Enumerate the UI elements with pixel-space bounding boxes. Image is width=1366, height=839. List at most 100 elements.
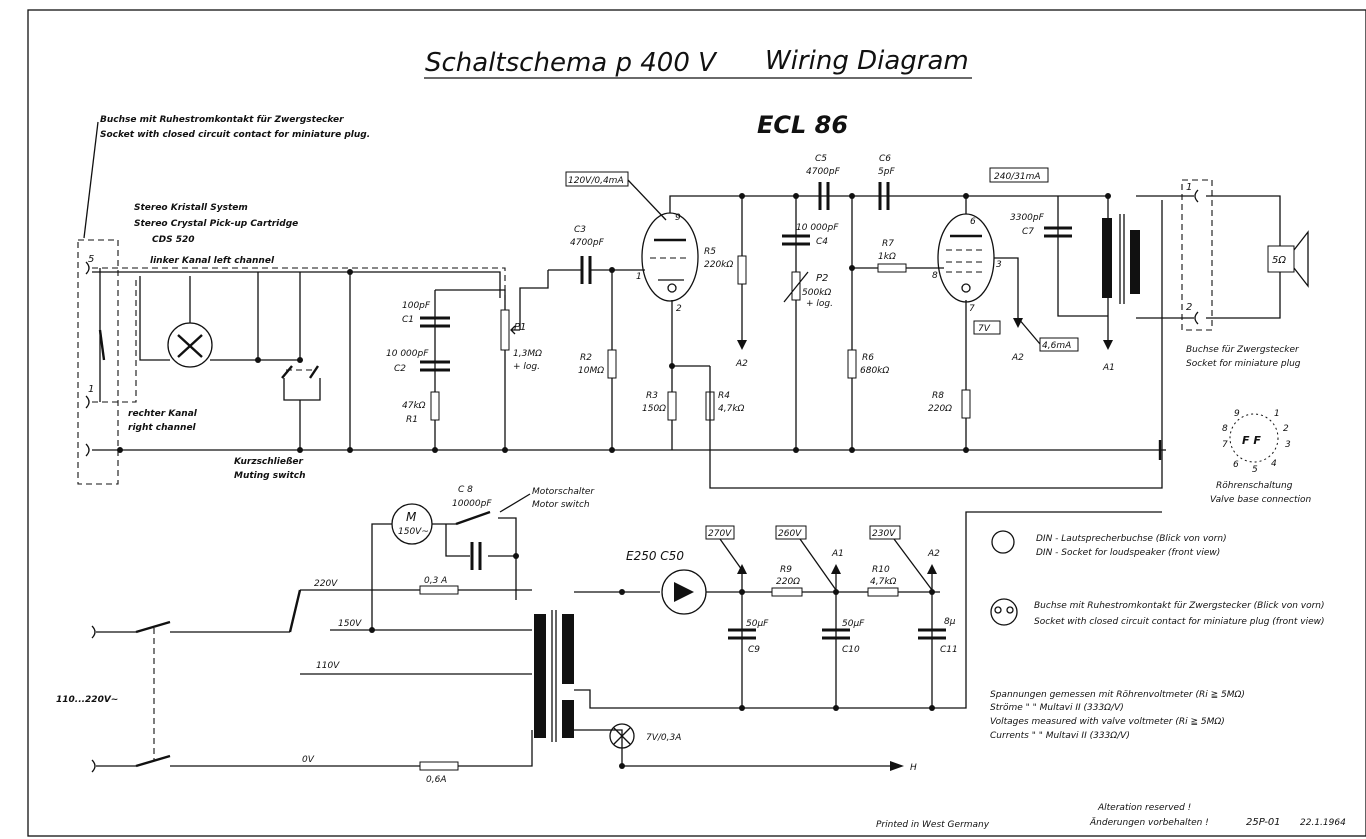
triode-voltage: 120V/0,4mA	[568, 176, 624, 186]
pentode-voltage: 240/31mA	[994, 172, 1041, 182]
cartridge-model: CDS 520	[152, 235, 194, 245]
a2-mid-label: A2	[1011, 353, 1024, 363]
cartridge-symbol	[167, 276, 213, 368]
a2-label: A2	[927, 549, 940, 559]
mains-jack-top	[91, 625, 96, 639]
r6-value: 680kΩ	[860, 366, 889, 376]
ground-symbol	[1158, 440, 1166, 460]
pentode-pin3: 3	[996, 260, 1002, 270]
motor-label: M	[406, 510, 417, 524]
pentode-pin8: 8	[932, 271, 938, 281]
screen-current-leader	[1017, 317, 1041, 345]
valve-pin1: 1	[1274, 409, 1280, 419]
r7-body	[877, 263, 907, 273]
socket-note-leader	[83, 121, 99, 239]
alteration-en: Alteration reserved !	[1097, 803, 1191, 813]
pentode-pin7: 7	[969, 304, 975, 314]
r2-value: 10MΩ	[578, 366, 604, 376]
title-en: Wiring Diagram	[765, 46, 969, 76]
output-transformer	[1102, 196, 1140, 340]
valve-pin5: 5	[1252, 465, 1258, 475]
valve-pin7: 7	[1222, 440, 1228, 450]
a1-mid-label: A1	[1102, 363, 1115, 373]
p2-log: + log.	[806, 299, 833, 309]
triode-voltage-box	[565, 171, 629, 187]
heater-arrow	[890, 761, 904, 771]
right-channel-de: rechter Kanal	[128, 409, 198, 419]
closed-circuit-socket-icon	[990, 598, 1018, 626]
r1-body	[430, 391, 440, 421]
legend-socket-en: Socket with closed circuit contact for m…	[1034, 617, 1325, 627]
output-jack-2	[1194, 311, 1199, 325]
cathode-voltage: 7V	[978, 324, 991, 334]
v230-leader	[893, 538, 933, 591]
tap-150-label: 150V	[338, 619, 362, 629]
r3-value: 150Ω	[642, 404, 666, 414]
r6-body	[847, 349, 857, 379]
right-channel-shield	[92, 276, 137, 403]
cartridge-de: Stereo Kristall System	[134, 203, 248, 213]
legend-din-en: DIN - Socket for loudspeaker (front view…	[1036, 548, 1220, 558]
r8-label: R8	[932, 391, 944, 401]
output-pin2: 2	[1186, 302, 1192, 313]
speaker-impedance: 5Ω	[1272, 255, 1286, 266]
tap-0-wire	[170, 730, 533, 767]
measurement-line4: Currents " " Multavi II (333Ω/V)	[990, 731, 1130, 741]
filter-return-wire	[940, 511, 1162, 709]
r4-label: R4	[718, 391, 730, 401]
a2-left-label: A2	[735, 359, 748, 369]
speaker-cone	[1293, 230, 1309, 288]
p1-output	[519, 270, 549, 330]
p1-wire	[435, 289, 506, 450]
c3-label: C3	[574, 225, 586, 235]
c10-value: 50µF	[842, 619, 865, 629]
c8-wire	[445, 524, 516, 557]
power-transformer	[534, 610, 574, 742]
triode-plate-wire	[669, 195, 850, 213]
p1-body	[500, 309, 510, 351]
r8-body	[961, 389, 971, 419]
speaker-box	[1267, 245, 1295, 273]
motor-switch-wire	[498, 517, 517, 600]
triode-pin1: 1	[636, 272, 642, 282]
c9-label: C9	[748, 645, 760, 655]
socket-note-de: Buchse mit Ruhestromkontakt für Zwergste…	[100, 115, 344, 125]
measurement-line3: Voltages measured with valve voltmeter (…	[990, 717, 1225, 727]
secondary-ground-wire	[574, 689, 940, 709]
valve-pin9: 9	[1234, 409, 1240, 419]
valve-filament-label: F F	[1242, 434, 1261, 447]
r4-value: 4,7kΩ	[718, 404, 745, 414]
input-jack-top	[85, 261, 90, 275]
c7-wire	[1057, 196, 1108, 317]
c5-value: 4700pF	[806, 167, 841, 177]
p2-adjust-arrow	[783, 271, 809, 303]
valve-base-diagram	[1229, 413, 1279, 463]
printed-in: Printed in West Germany	[876, 820, 990, 830]
p1-label: P1	[514, 322, 526, 333]
input-pin5: 5	[88, 254, 94, 265]
left-channel-wire	[92, 271, 501, 298]
drawing-date: 22.1.1964	[1300, 818, 1346, 828]
c2-value: 10 000pF	[386, 349, 429, 359]
c1-label: C1	[402, 315, 414, 325]
r10-label: R10	[872, 565, 890, 575]
r6-label: R6	[862, 353, 874, 363]
rectifier-label: E250 C50	[626, 549, 684, 563]
sheet-border	[27, 9, 1366, 837]
c4-value: 10 000pF	[796, 223, 839, 233]
output-socket-en: Socket for miniature plug	[1186, 359, 1301, 369]
c9-value: 50µF	[746, 619, 769, 629]
valve-pin6: 6	[1233, 460, 1239, 470]
r2-label: R2	[580, 353, 592, 363]
tube-type: ECL 86	[757, 111, 848, 139]
pentode-screen-wire	[994, 257, 1019, 318]
v270-label: 270V	[708, 529, 732, 539]
left-channel-label: linker Kanal left channel	[150, 256, 275, 266]
c7-value: 3300pF	[1010, 213, 1045, 223]
cartridge-en: Stereo Crystal Pick-up Cartridge	[134, 219, 298, 229]
motor-switch-leader	[499, 493, 531, 513]
socket-note-en: Socket with closed circuit contact for m…	[100, 130, 370, 140]
r1-value: 47kΩ	[402, 401, 426, 411]
input-switch-contact	[98, 329, 106, 361]
